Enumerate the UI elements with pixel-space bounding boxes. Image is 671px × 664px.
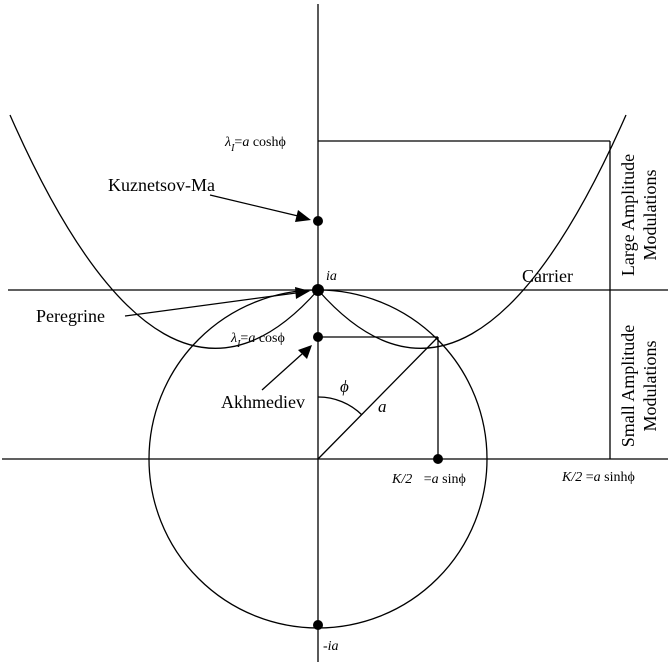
peregrine-arrow [124,287,310,317]
ia-label: ia [326,269,337,284]
phi-label: ϕ [340,377,349,396]
kuznetsov-arrow [209,194,311,222]
neg-ia-label: -ia [323,639,339,654]
sin-point [433,454,443,464]
svg-text:Large Amplitude: Large Amplitude [618,154,638,276]
carrier-label: Carrier [522,266,573,286]
a-label: a [378,397,387,416]
radius-line [317,336,439,460]
peregrine-label: Peregrine [36,306,105,326]
lambda-cos-equation: λI=a cosϕ [230,331,285,350]
svg-text:Modulations: Modulations [640,340,660,431]
lambda-cosh-equation: λI=a coshϕ [224,135,286,154]
neg-ia-point [313,620,323,630]
kuznetsov-label: Kuznetsov-Ma [108,175,215,195]
peregrine-point [312,284,324,296]
small-amplitude-label: Small Amplitude Modulations [618,325,660,448]
kuznetsov-point [313,216,323,226]
akhmediev-label: Akhmediev [221,392,305,412]
phi-angle-arc [317,396,363,416]
svg-text:Small Amplitude: Small Amplitude [618,325,638,448]
k-sinh-equation: K/2 =a sinhϕ [561,470,635,485]
k-sin-equation: K/2 =a sinϕ [391,472,466,487]
akhmediev-arrow [261,345,312,391]
large-amplitude-label: Large Amplitude Modulations [618,154,660,276]
akhmediev-point [313,332,323,342]
svg-text:Modulations: Modulations [640,169,660,260]
